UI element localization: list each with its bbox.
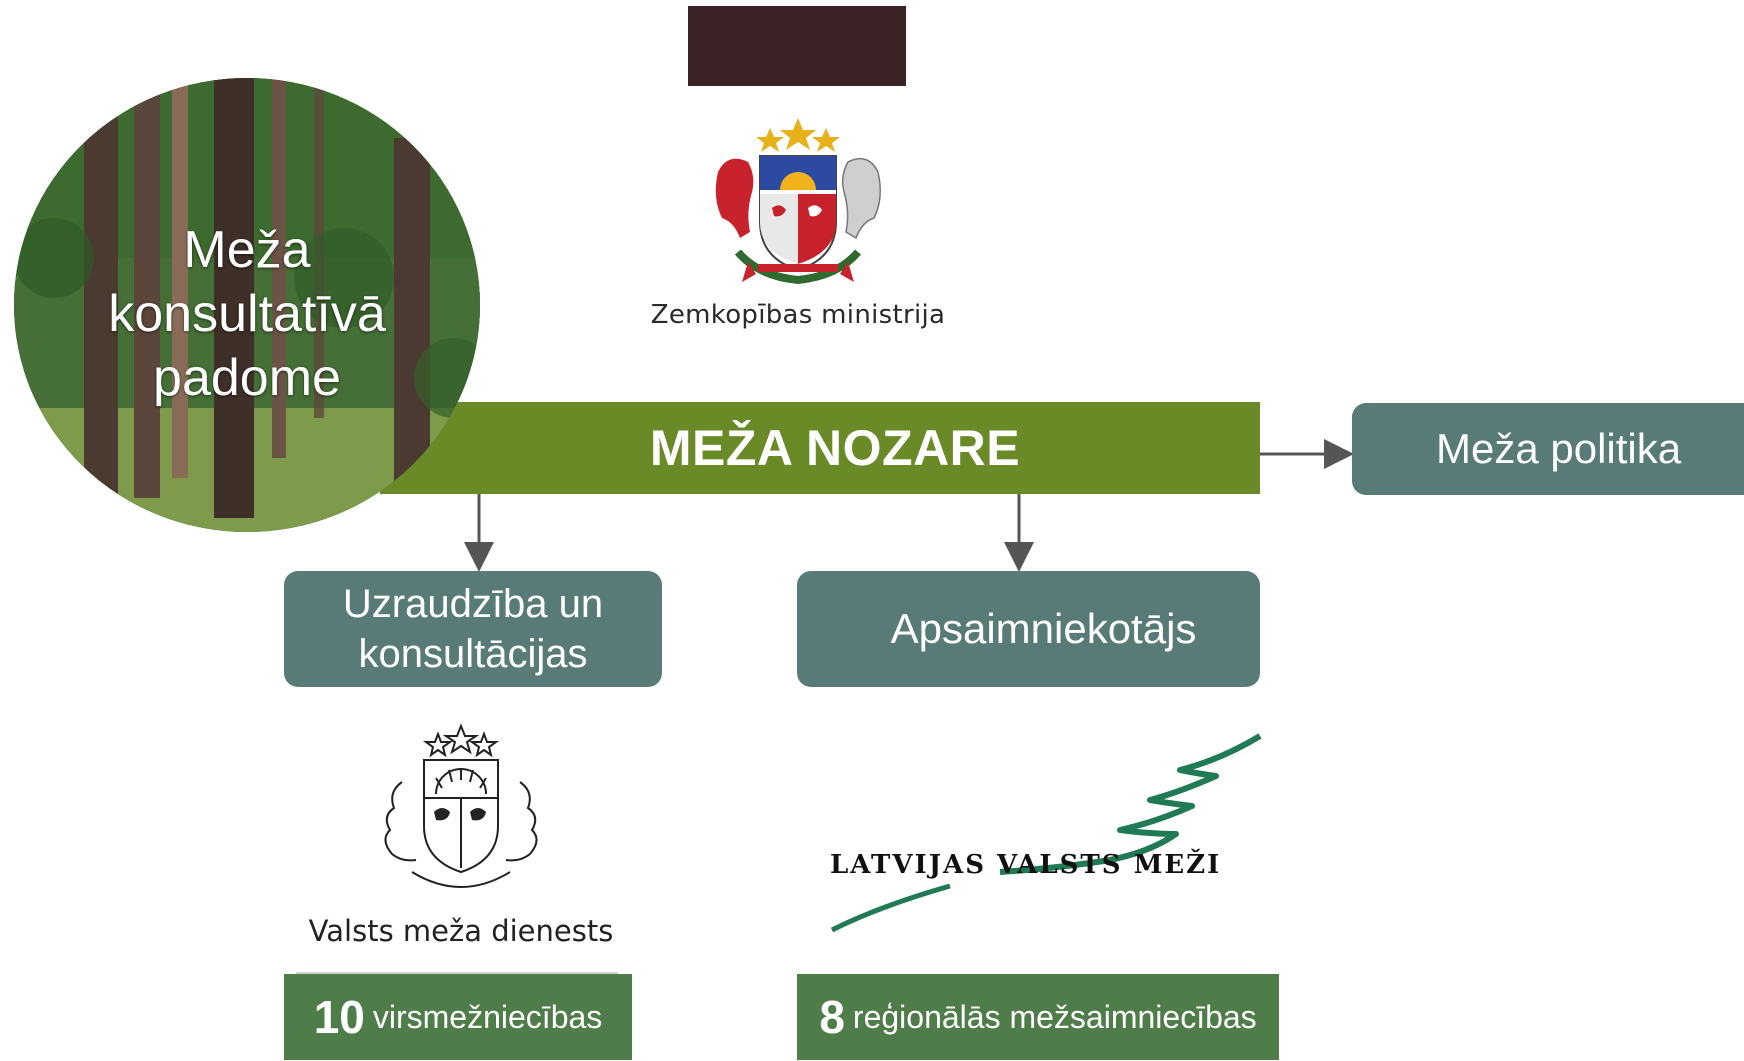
supervision-line1: Uzraudzība un bbox=[342, 582, 604, 626]
manager-label: Apsaimniekotājs bbox=[890, 605, 1197, 652]
forest-council-circle: Meža konsultatīvā padome bbox=[14, 78, 480, 532]
ministry-logo: Zemkopības ministrija bbox=[648, 112, 948, 342]
forest-photo-icon bbox=[14, 78, 480, 532]
forest-policy-label: Meža politika bbox=[1436, 425, 1682, 472]
coat-of-arms-icon bbox=[715, 118, 881, 285]
lvm-counter: 8 reģionālās mežsaimniecības bbox=[797, 974, 1279, 1060]
manager-box: Apsaimniekotājs bbox=[797, 571, 1260, 687]
vmd-count: 10 bbox=[313, 991, 365, 1043]
forest-council-line1: Meža bbox=[183, 221, 311, 279]
lvm-name: LATVIJAS VALSTS MEŽI bbox=[830, 850, 1222, 880]
forest-sector-title: MEŽA NOZARE bbox=[649, 420, 1021, 476]
supervision-line2: konsultācijas bbox=[358, 632, 588, 676]
forest-policy-box: Meža politika bbox=[1352, 403, 1744, 495]
lvm-count-label: reģionālās mežsaimniecības bbox=[852, 998, 1257, 1035]
ministry-name: Zemkopības ministrija bbox=[650, 300, 946, 330]
supervision-box: Uzraudzība un konsultācijas bbox=[284, 571, 662, 687]
top-header-bar bbox=[688, 6, 906, 86]
forest-council-line2: konsultatīvā bbox=[108, 285, 386, 343]
vmd-counter: 10 virsmežniecības bbox=[284, 974, 632, 1060]
forest-council-line3: padome bbox=[153, 349, 341, 407]
vmd-count-label: virsmežniecības bbox=[372, 998, 603, 1035]
coat-of-arms-outline-icon bbox=[384, 723, 538, 888]
vmd-name: Valsts meža dienests bbox=[308, 914, 614, 948]
lvm-logo: LATVIJAS VALSTS MEŽI bbox=[820, 730, 1270, 950]
forest-sector-bar: MEŽA NOZARE bbox=[380, 402, 1260, 494]
forest-council-label: Meža konsultatīvā padome bbox=[14, 218, 480, 410]
vmd-logo: Valsts meža dienests bbox=[306, 722, 616, 972]
vmd-divider bbox=[296, 972, 618, 974]
tree-wave-logo-icon bbox=[830, 733, 1262, 933]
lvm-count: 8 bbox=[819, 991, 845, 1043]
